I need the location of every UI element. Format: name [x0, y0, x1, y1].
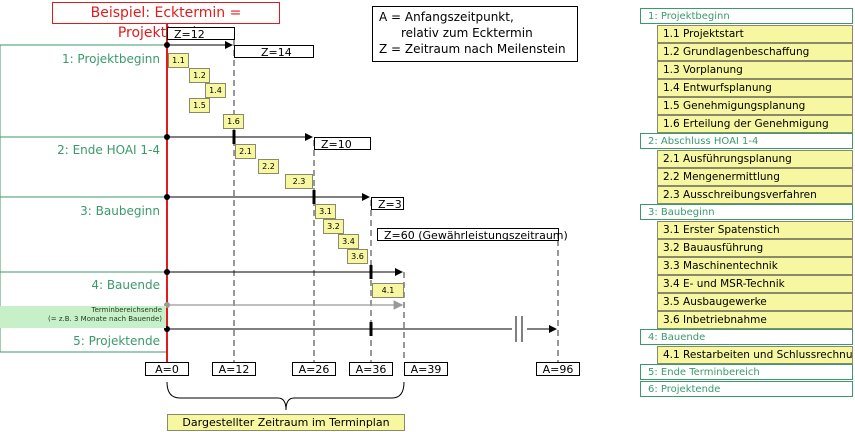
phase-header-1: 1: Projektbeginn [640, 8, 853, 24]
displayed-range-box: Dargestellter Zeitraum im Terminplan [167, 414, 405, 431]
z-box-60: Z=60 (Gewährleistungszeitraum) [377, 228, 568, 242]
phase-item-1-1: 1.1 Projektstart [657, 25, 853, 43]
milestone-label-1: 1: Projektbeginn [61, 52, 160, 66]
legend-line-a-detail: relativ zum Ecktermin [401, 26, 533, 40]
milestone-label-2: 2: Ende HOAI 1-4 [57, 143, 160, 157]
legend-box: A = Anfangszeitpunkt, relativ zum Eckter… [372, 6, 578, 62]
phase-item-1-3: 1.3 Vorplanung [657, 61, 853, 79]
phase-item-4-1: 4.1 Restarbeiten und Schlussrechnung [657, 346, 853, 364]
milestone-label-4: 4: Bauende [91, 278, 160, 292]
phase-item-3-1: 3.1 Erster Spatenstich [657, 221, 853, 239]
z-box-10: Z=10 [314, 137, 371, 151]
milestone-label-5: 5: Projektende [73, 334, 160, 348]
a-box-0: A=0 [145, 362, 189, 376]
terminbereich-box: Terminbereichsende (= z.B. 3 Monate nach… [0, 306, 166, 328]
terminbereich-note: (= z.B. 3 Monate nach Bauende) [48, 315, 162, 323]
phase-item-1-2: 1.2 Grundlagenbeschaffung [657, 43, 853, 61]
phase-list: 1: Projektbeginn 1.1 Projektstart 1.2 Gr… [640, 8, 853, 398]
phase-header-4: 4: Bauende [640, 329, 853, 345]
phase-item-3-5: 3.5 Ausbaugewerke [657, 293, 853, 311]
diagram-title: Beispiel: Ecktermin = Projektbeginn [52, 2, 280, 41]
phase-item-3-3: 3.3 Maschinentechnik [657, 257, 853, 275]
phase-header-2: 2: Abschluss HOAI 1-4 [640, 133, 853, 149]
task-1-4: 1.4 [205, 83, 226, 98]
phase-item-2-2: 2.2 Mengenermittlung [657, 168, 853, 186]
phase-item-1-4: 1.4 Entwurfsplanung [657, 79, 853, 97]
phase-item-3-2: 3.2 Bauausführung [657, 239, 853, 257]
phase-item-1-6: 1.6 Erteilung der Genehmigung [657, 115, 853, 133]
phase-item-2-3: 2.3 Ausschreibungsverfahren [657, 186, 853, 204]
legend-line-a: A = Anfangszeitpunkt, [379, 10, 514, 24]
a-box-26: A=26 [292, 362, 336, 376]
phase-item-3-4: 3.4 E- und MSR-Technik [657, 275, 853, 293]
z-box-14: Z=14 [234, 45, 314, 59]
task-1-2: 1.2 [189, 68, 210, 83]
task-3-2: 3.2 [323, 219, 344, 234]
z-box-12: Z=12 [167, 27, 235, 41]
task-3-1: 3.1 [315, 204, 336, 219]
task-3-6: 3.6 [347, 249, 368, 264]
phase-item-1-5: 1.5 Genehmigungsplanung [657, 97, 853, 115]
milestone-label-3: 3: Baubeginn [80, 204, 160, 218]
terminbereich-title: Terminbereichsende [91, 306, 163, 314]
task-4-1: 4.1 [372, 283, 404, 298]
z-box-3: Z=3 [371, 197, 404, 211]
phase-header-6: 6: Projektende [640, 381, 853, 397]
task-1-6: 1.6 [223, 114, 244, 129]
a-box-12: A=12 [212, 362, 256, 376]
a-box-39: A=39 [404, 362, 448, 376]
task-2-3: 2.3 [285, 174, 313, 189]
task-2-1: 2.1 [235, 144, 256, 159]
a-box-96: A=96 [536, 362, 580, 376]
phase-header-5: 5: Ende Terminbereich [640, 364, 853, 380]
task-1-1: 1.1 [168, 53, 189, 68]
legend-line-z: Z = Zeitraum nach Meilenstein [379, 42, 566, 56]
phase-header-3: 3: Baubeginn [640, 204, 853, 220]
phase-item-2-1: 2.1 Ausführungsplanung [657, 150, 853, 168]
a-box-36: A=36 [349, 362, 393, 376]
task-3-4: 3.4 [338, 234, 359, 249]
task-2-2: 2.2 [258, 159, 279, 174]
task-1-5: 1.5 [189, 98, 210, 113]
phase-item-3-6: 3.6 Inbetriebnahme [657, 311, 853, 329]
